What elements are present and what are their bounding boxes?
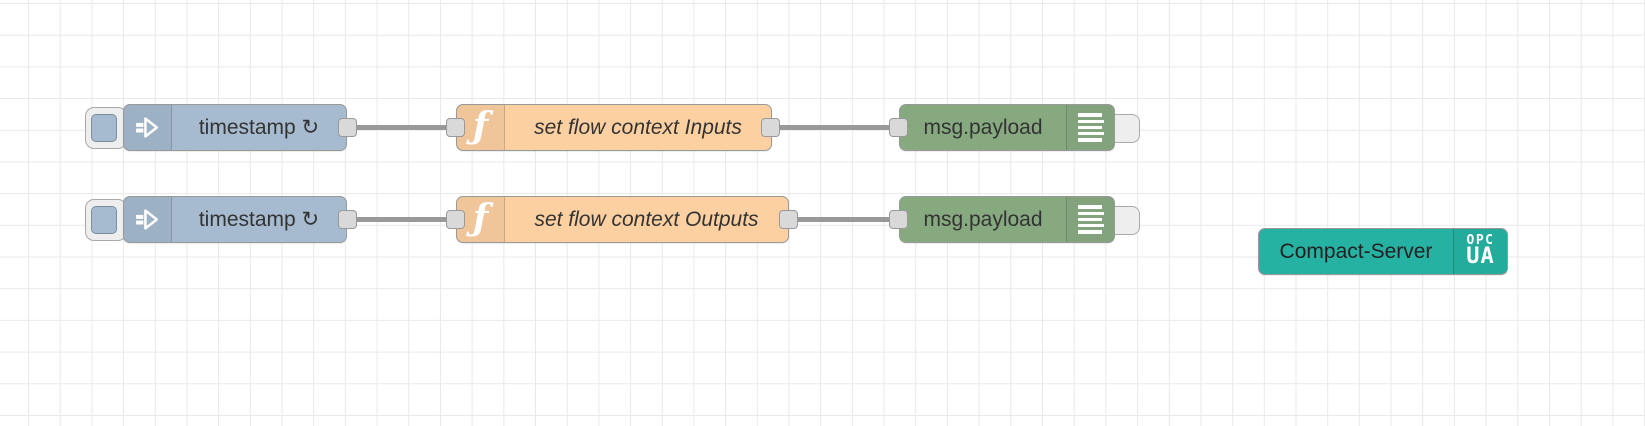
node-debug-2[interactable]: msg.payload: [899, 196, 1115, 243]
node-inject-1[interactable]: timestamp ↻: [123, 104, 347, 151]
input-port-debug1[interactable]: [889, 118, 908, 137]
node-label: set flow context Inputs: [534, 115, 742, 139]
output-port-function1[interactable]: [761, 118, 780, 137]
inject1-button-shell: [85, 107, 127, 149]
node-opcua-compact-server[interactable]: Compact-Server OPC UA: [1258, 228, 1508, 275]
wire-function2-debug2[interactable]: [789, 217, 899, 222]
node-label: Compact-Server: [1279, 239, 1433, 263]
node-debug-1[interactable]: msg.payload: [899, 104, 1115, 151]
node-inject-2[interactable]: timestamp ↻: [123, 196, 347, 243]
inject-icon: [124, 105, 172, 150]
node-label: timestamp ↻: [198, 208, 320, 231]
debug-list-icon: [1066, 105, 1114, 150]
input-port-debug2[interactable]: [889, 210, 908, 229]
output-port-inject1[interactable]: [338, 118, 357, 137]
inject2-trigger-button[interactable]: [91, 206, 117, 234]
wire-inject2-function2[interactable]: [348, 217, 456, 222]
output-port-inject2[interactable]: [338, 210, 357, 229]
wire-function1-debug1[interactable]: [771, 125, 899, 130]
function-icon: ƒ: [457, 105, 505, 150]
node-label: msg.payload: [923, 207, 1043, 231]
input-port-function1[interactable]: [446, 118, 465, 137]
node-function-2[interactable]: ƒ set flow context Outputs: [456, 196, 789, 243]
opcua-logo-icon: OPC UA: [1453, 229, 1507, 274]
debug-list-icon: [1066, 197, 1114, 242]
node-label: set flow context Outputs: [534, 207, 759, 231]
inject1-trigger-button[interactable]: [91, 114, 117, 142]
node-label: timestamp ↻: [198, 116, 320, 139]
output-port-function2[interactable]: [779, 210, 798, 229]
node-function-1[interactable]: ƒ set flow context Inputs: [456, 104, 772, 151]
inject2-button-shell: [85, 199, 127, 241]
function-icon: ƒ: [457, 197, 505, 242]
node-label: msg.payload: [923, 115, 1043, 139]
wire-inject1-function1[interactable]: [348, 125, 456, 130]
input-port-function2[interactable]: [446, 210, 465, 229]
inject-icon: [124, 197, 172, 242]
